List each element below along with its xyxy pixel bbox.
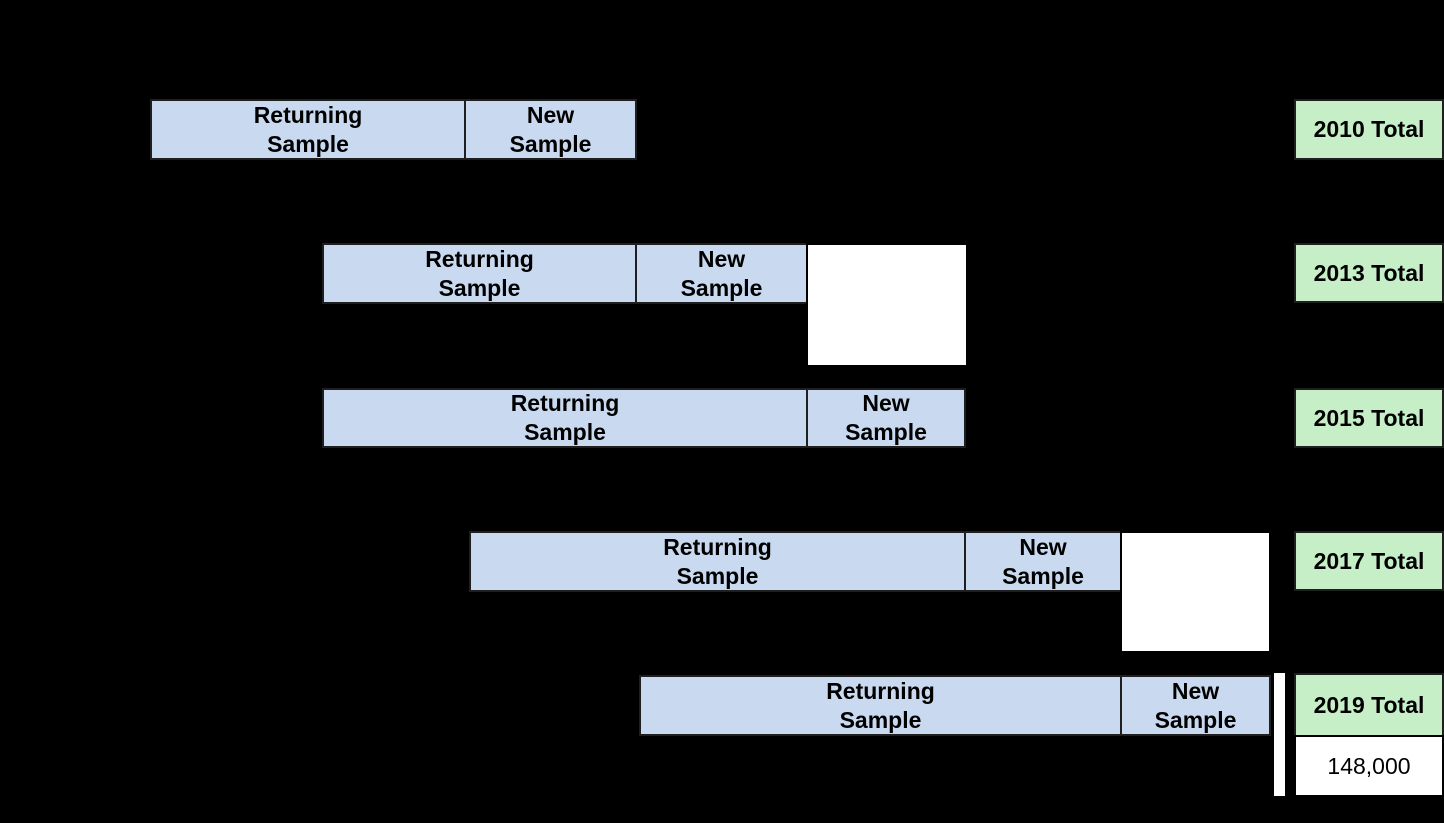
total-box-2013: 2013 Total (1294, 243, 1444, 303)
new-sample-box-2013: New Sample (635, 243, 808, 304)
total-box-2010: 2010 Total (1294, 99, 1444, 160)
total-box-2019: 2019 Total (1294, 673, 1444, 737)
returning-sample-box-2019: Returning Sample (639, 675, 1122, 736)
new-sample-box-2010: New Sample (464, 99, 637, 160)
returning-sample-box-2013: Returning Sample (322, 243, 637, 304)
blank-box-2017 (1120, 531, 1271, 653)
new-sample-box-2015: New Sample (806, 388, 966, 448)
new-sample-box-2019: New Sample (1120, 675, 1271, 736)
total-box-2015: 2015 Total (1294, 388, 1444, 448)
returning-sample-box-2017: Returning Sample (469, 531, 966, 592)
returning-sample-box-2010: Returning Sample (150, 99, 466, 160)
blank-strip-2019 (1272, 671, 1287, 798)
returning-sample-box-2015: Returning Sample (322, 388, 808, 448)
total-box-2017: 2017 Total (1294, 531, 1444, 591)
blank-box-2013 (806, 243, 968, 367)
total-value-box-2019: 148,000 (1294, 735, 1444, 797)
new-sample-box-2017: New Sample (964, 531, 1122, 592)
